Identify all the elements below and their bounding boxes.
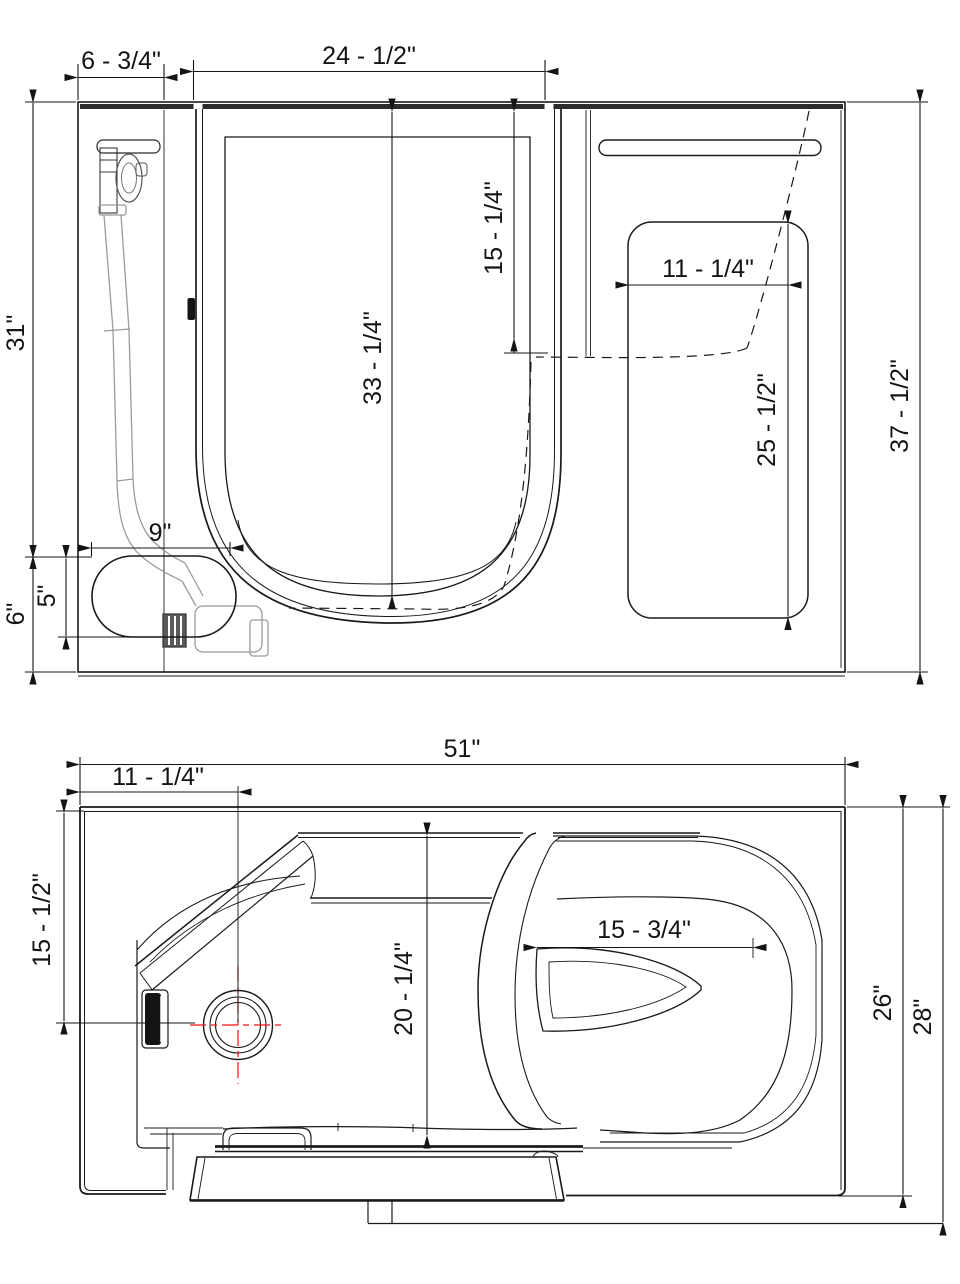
deck-lines-side xyxy=(298,832,700,904)
grab-bar-plan xyxy=(598,139,822,157)
label-seat-width: 11 - 1/4" xyxy=(662,255,754,283)
dim-left-side-length xyxy=(25,89,92,685)
dim-faucet-deck-width xyxy=(64,64,178,100)
label-faucet-deck-width: 6 - 3/4" xyxy=(81,47,161,75)
drain-rough-in-oval xyxy=(91,555,237,638)
label-seat-length: 25 - 1/2" xyxy=(753,373,781,467)
label-depth-to-seat: 15 - 1/4" xyxy=(480,181,508,275)
bowl-outline-plan xyxy=(195,109,562,624)
label-drain-corner-offset: 6" xyxy=(2,603,30,626)
label-seat-depth: 15 - 3/4" xyxy=(597,916,691,944)
label-drain-cutout-height: 5" xyxy=(33,585,61,608)
label-overall-height: 28" xyxy=(909,999,937,1036)
label-rim-height: 26" xyxy=(869,985,897,1022)
tub-outer-shell-plan xyxy=(77,101,846,677)
top-view-drawing: 6 - 3/4" 24 - 1/2" 15 - 1/4" 33 - 1/4" 1… xyxy=(2,42,928,685)
label-overall-width: 51" xyxy=(444,735,481,763)
door-rim-side xyxy=(134,834,316,991)
seat-edge-contour-side xyxy=(535,947,702,1032)
dim-overall-length xyxy=(847,89,928,685)
label-overall-length: 37 - 1/2" xyxy=(886,359,914,453)
seat-backrest-side xyxy=(477,832,566,1130)
dim-drain-center-offset xyxy=(66,786,252,1022)
hidden-edge-dashed-lines xyxy=(288,110,810,610)
seat-plan xyxy=(627,221,809,619)
label-bowl-length: 33 - 1/4" xyxy=(359,311,387,405)
faucet-assembly xyxy=(96,139,161,214)
label-interior-depth: 20 - 1/4" xyxy=(390,942,418,1036)
drain-centerline-marks xyxy=(190,966,286,1084)
label-bowl-opening-width: 24 - 1/2" xyxy=(322,42,416,70)
waste-pipe-plumbing xyxy=(98,204,269,657)
seat-bowl-side xyxy=(553,835,823,1143)
label-drain-center-height: 15 - 1/2" xyxy=(28,873,56,967)
plan-dimensions xyxy=(25,60,928,685)
dim-overall-width xyxy=(66,757,859,805)
tub-outer-shell-side xyxy=(79,806,846,1197)
dim-drain-cutout-height xyxy=(58,544,160,650)
side-dimensions xyxy=(56,757,950,1236)
dim-seat-depth xyxy=(523,938,767,958)
base-structure-side xyxy=(144,1123,943,1225)
label-drain-cutout-width: 9" xyxy=(149,519,172,547)
dim-rim-height xyxy=(838,794,950,1209)
side-view-drawing: 51" 11 - 1/4" 15 - 1/2" 20 - 1/4" 15 - 3… xyxy=(28,735,950,1236)
overflow-fitting-plan xyxy=(187,298,195,320)
dim-depth-to-seat xyxy=(504,98,548,354)
dim-drain-center-height xyxy=(56,799,195,1035)
dim-drain-cutout-width xyxy=(77,542,244,556)
wall-fitting-side xyxy=(141,989,169,1049)
label-left-side-length: 31" xyxy=(2,315,30,352)
label-drain-center-offset: 11 - 1/4" xyxy=(112,763,204,791)
dim-bowl-opening-width xyxy=(179,60,559,100)
